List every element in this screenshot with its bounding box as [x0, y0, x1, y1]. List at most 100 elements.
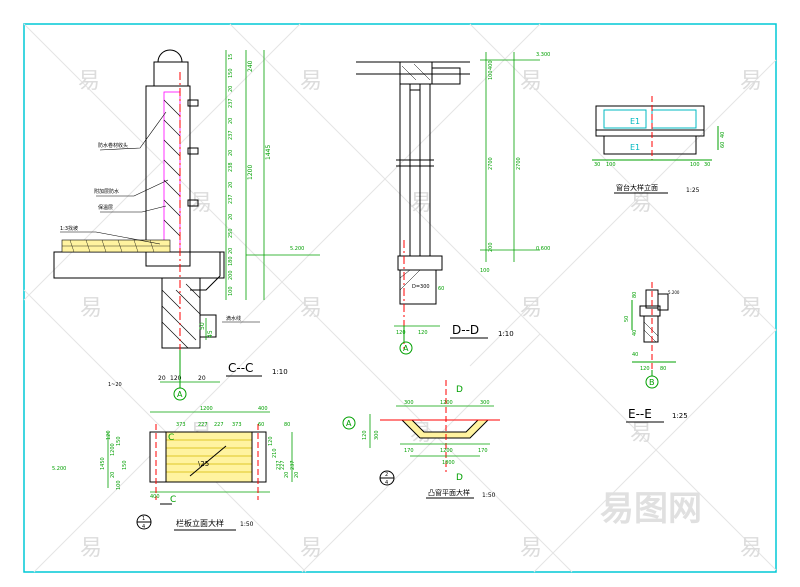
cc-dimension-texts: 1515020237202372023820237202502018020010…: [228, 54, 234, 296]
dimension-text: 237: [290, 460, 296, 470]
sill-scale: 1:25: [686, 187, 700, 194]
axis-bubble-a: [173, 387, 187, 401]
dimension-text: 373: [232, 422, 242, 428]
dimension-text: 1200: [247, 165, 254, 180]
bay-section-d-top: D: [456, 385, 463, 395]
sill-title: 窗台大样立面: [616, 183, 658, 192]
dimension-text: 227: [214, 422, 224, 428]
dimension-text: 200: [488, 242, 494, 252]
dimension-text: 237: [228, 194, 234, 204]
svg-text:易: 易: [78, 69, 100, 94]
dimension-text: 20: [284, 472, 290, 478]
dimension-text: 20: [158, 375, 166, 382]
dimension-text: 300: [404, 400, 414, 406]
lower-wall: [161, 277, 201, 349]
dimension-text: 50: [624, 316, 630, 322]
svg-text:\25: \25: [198, 460, 209, 468]
dimension-text: 1200: [440, 448, 453, 454]
dimension-text: 400: [150, 494, 160, 500]
dimension-text: 80: [660, 366, 666, 372]
dimension-text: 1200: [440, 400, 453, 406]
dimension-text: 60: [438, 286, 444, 292]
dimension-text: 150: [122, 460, 128, 470]
bay-title: 凸窗平面大样: [428, 488, 470, 497]
svg-text:易: 易: [190, 191, 212, 216]
dimension-text: 227: [198, 422, 208, 428]
dimension-text: 227: [280, 460, 286, 470]
ee-title: E--E: [628, 407, 652, 421]
dimension-text: 30: [704, 162, 710, 168]
dimension-text: 60: [258, 422, 264, 428]
sheet-border: [23, 23, 777, 573]
cc-title: C--C: [228, 361, 253, 375]
svg-text:易: 易: [740, 536, 762, 561]
dimension-text: 45: [207, 330, 214, 338]
svg-text:易: 易: [300, 536, 322, 561]
svg-text:滴水线: 滴水线: [226, 315, 241, 322]
dimension-text: 60: [720, 142, 726, 148]
dimension-text: 15: [228, 54, 234, 60]
dimension-text: 1800: [442, 460, 455, 466]
e1-mark-lower: E1: [630, 143, 640, 152]
ee-axis-label: B: [649, 378, 655, 387]
d300-label: D=300: [412, 284, 430, 290]
svg-text:易: 易: [740, 69, 762, 94]
dimension-text: 20: [198, 375, 206, 382]
dimension-text: 300: [374, 430, 380, 440]
section-cc: 防水卷材收头 附加层防水 保温层 1:3找坡 滴水线 1515020237202…: [53, 49, 320, 401]
dimension-text: 237: [276, 460, 282, 470]
ee-scale: 1:25: [672, 412, 688, 420]
dimension-text: 20: [228, 248, 234, 254]
dimension-text: 120: [268, 436, 274, 446]
dimension-text: 170: [478, 448, 488, 454]
dimension-text: 2700: [516, 157, 522, 170]
ref-note: 1~20: [108, 382, 122, 388]
railing-mark-top: 1: [142, 516, 145, 522]
railing-title: 栏板立面大样: [176, 518, 224, 528]
dimension-text: 100: [116, 480, 122, 490]
dd-axis-label: A: [403, 344, 409, 353]
railing-mark-bottom: 4: [142, 524, 145, 530]
dimension-text: 1445: [265, 145, 272, 160]
svg-text:防水卷材收头: 防水卷材收头: [98, 142, 128, 149]
dimension-text: 170: [404, 448, 414, 454]
dimension-text: 237: [228, 130, 234, 140]
elevation-5200: 5.200: [290, 246, 304, 252]
dimension-text: 150: [116, 436, 122, 446]
svg-text:易: 易: [520, 69, 542, 94]
svg-text:易: 易: [630, 421, 652, 446]
svg-text:保温层: 保温层: [98, 204, 113, 211]
elevation-0600: 0.600: [536, 246, 550, 252]
dimension-text: 250: [228, 228, 234, 238]
dimension-text: 20: [228, 214, 234, 220]
dimension-text: 180: [228, 256, 234, 266]
dimension-text: 80: [284, 422, 290, 428]
dimension-text: 240: [247, 60, 254, 72]
svg-text:附加层防水: 附加层防水: [94, 188, 119, 195]
dimension-text: 20: [110, 472, 116, 478]
bay-mark-top: 2: [385, 472, 388, 478]
svg-text:易: 易: [520, 296, 542, 321]
dimension-text: 30: [594, 162, 600, 168]
dimension-text: 237: [228, 98, 234, 108]
bay-mark-bottom: 4: [385, 480, 388, 486]
axis-label-a: A: [177, 390, 183, 399]
dd-title: D--D: [452, 323, 479, 337]
dimension-text: 150: [228, 68, 234, 78]
svg-text:易: 易: [740, 296, 762, 321]
dimension-text: 200: [228, 270, 234, 280]
dimension-text: 1200: [110, 443, 116, 456]
dimension-text: 373: [176, 422, 186, 428]
axis-bubble-b: [645, 375, 659, 389]
dimension-text: 120: [396, 330, 406, 336]
svg-text:易: 易: [520, 536, 542, 561]
cc-dimension-lines: [160, 50, 320, 383]
